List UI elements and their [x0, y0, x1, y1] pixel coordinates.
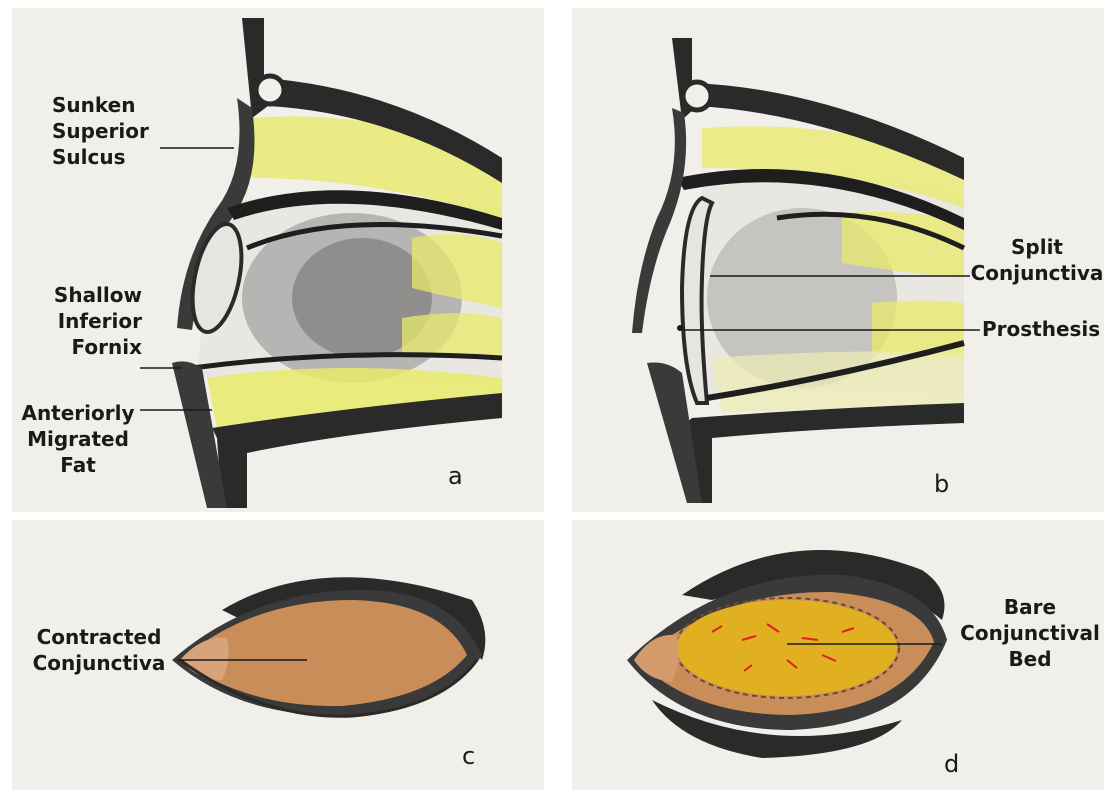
panel-letter-c: c	[462, 742, 475, 770]
bare-conjunctival-bed	[677, 600, 897, 696]
upper-eyelid	[632, 108, 686, 333]
label-anteriorly-migrated-fat: Anteriorly Migrated Fat	[14, 400, 142, 478]
label-split-conjunctiva: Split Conjunctiva	[962, 234, 1112, 286]
label-contracted-conjunctiva: Contracted Conjunctiva	[24, 624, 174, 676]
orbital-floor	[680, 403, 964, 503]
lower-fat	[712, 351, 964, 413]
label-bare-conjunctival-bed: Bare Conjunctival Bed	[950, 594, 1110, 672]
supraorbital-notch	[683, 82, 711, 110]
panel-letter-b: b	[934, 470, 949, 498]
panel-letter-a: a	[448, 462, 463, 490]
label-prosthesis: Prosthesis	[982, 316, 1100, 342]
panel-letter-d: d	[944, 750, 959, 778]
posterior-fat-lower	[402, 313, 502, 358]
supraorbital-notch	[256, 76, 284, 104]
label-sunken-superior-sulcus: Sunken Superior Sulcus	[52, 92, 149, 170]
medial-canthus	[180, 638, 229, 680]
label-shallow-inferior-fornix: Shallow Inferior Fornix	[50, 282, 142, 360]
